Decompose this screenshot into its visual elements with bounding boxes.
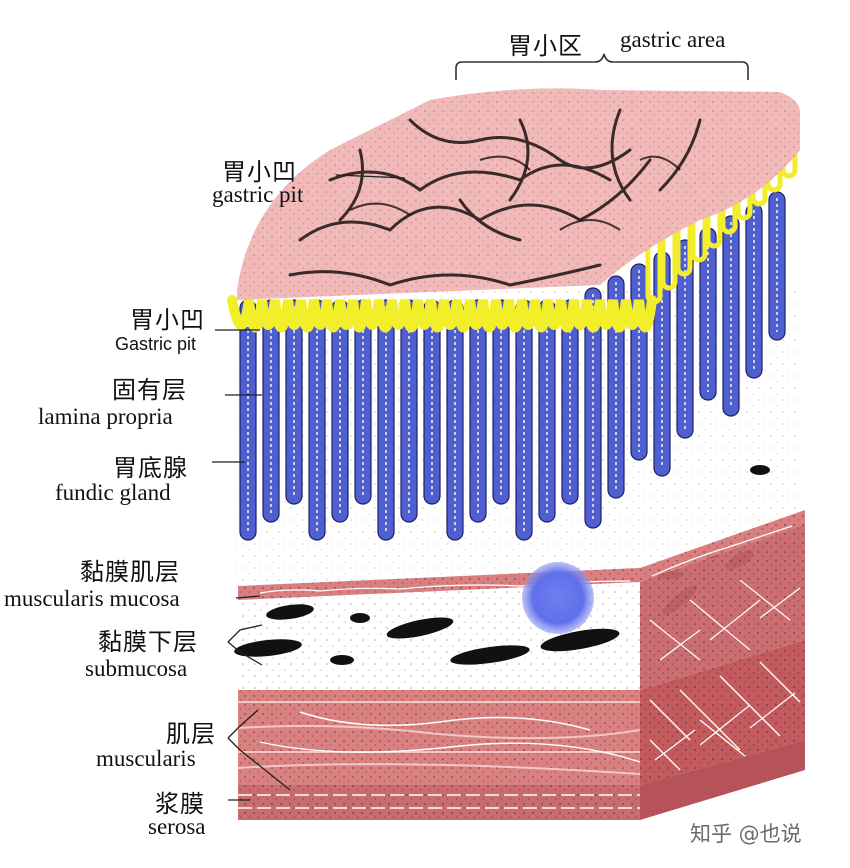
gland-tubule <box>722 215 740 417</box>
submucosa-en-label: submucosa <box>85 656 188 681</box>
muscularis-mucosa-en-label: muscularis mucosa <box>4 586 180 611</box>
serosa-layer <box>238 740 805 820</box>
muscularis-layer <box>237 524 805 785</box>
lamina-propria-zh-label: 固有层 <box>112 376 187 404</box>
fundic-gland-zh-label: 胃底腺 <box>113 454 188 482</box>
blood-vessel <box>522 562 594 634</box>
fundic-gland-en-label: fundic gland <box>55 480 171 505</box>
gastric-pit-top-zh-label: 胃小凹 <box>222 158 297 186</box>
gastric-pit-top-en-label: gastric pit <box>212 182 304 207</box>
muscularis-zh-label: 肌层 <box>166 720 216 748</box>
gastric-area-zh-label: 胃小区 <box>508 32 583 60</box>
serosa-en-label: serosa <box>148 814 206 839</box>
lamina-propria-en-label: lamina propria <box>38 404 173 429</box>
muscularis-en-label: muscularis <box>96 746 196 771</box>
watermark: 知乎 @也说 <box>690 822 802 846</box>
serosa-zh-label: 浆膜 <box>155 790 205 818</box>
submucosa-zh-label: 黏膜下层 <box>98 628 198 656</box>
gastric-area-surface <box>237 88 800 300</box>
gastric-area-en-label: gastric area <box>620 27 726 52</box>
gastric-area-bracket <box>455 53 749 80</box>
gastric-pit-wave <box>227 295 657 333</box>
gastric-pit-mid-en-label: Gastric pit <box>115 334 197 354</box>
gastric-pit-mid-zh-label: 胃小凹 <box>130 306 205 334</box>
muscularis-mucosa-zh-label: 黏膜肌层 <box>80 558 180 586</box>
leader-lines <box>212 174 406 801</box>
